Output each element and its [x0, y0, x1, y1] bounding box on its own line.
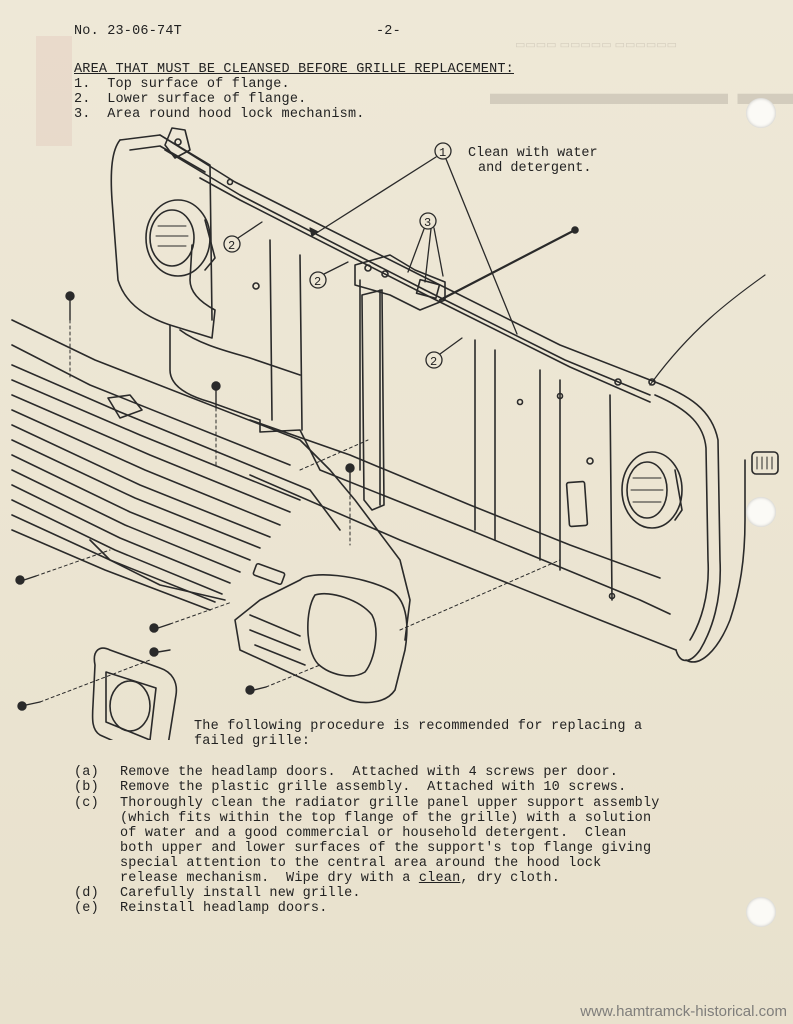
screws: [15, 291, 355, 711]
step-text: (which fits within the top flange of the…: [120, 811, 652, 826]
callout-3-number: 3: [424, 216, 431, 230]
right-headlamp: [621, 451, 683, 529]
left-headlamp: [145, 199, 216, 277]
list-item: 3. Area round hood lock mechanism.: [74, 107, 365, 122]
bleed-through-mark: ▬▬▬▬▬▬▬ ▬▬▬▬▬▬ ▬: [490, 74, 793, 112]
headlamp-door: [91, 647, 178, 740]
callout-2-number: 2: [430, 355, 437, 369]
callout-2-number: 2: [314, 275, 321, 289]
grille-exploded-diagram: 1 2 2 2 3 Clean with water and detergent…: [11, 127, 779, 740]
callout-2-number: 2: [228, 239, 235, 253]
callout-1-label: Clean with water: [468, 146, 598, 161]
alignment-lines: [35, 319, 561, 703]
step-text-segment: release mechanism. Wipe dry with a: [120, 871, 419, 886]
step-text-segment: , dry cloth.: [460, 871, 560, 886]
list-item: 1. Top surface of flange.: [74, 77, 290, 92]
bleed-through-mark: [36, 36, 72, 146]
punch-hole: [746, 98, 776, 128]
procedure-intro: failed grille:: [194, 734, 311, 749]
list-item: 2. Lower surface of flange.: [74, 92, 307, 107]
step-letter: (d): [74, 886, 99, 901]
step-letter: (c): [74, 796, 99, 811]
step-text: special attention to the central area ar…: [120, 856, 602, 871]
callout-3: [407, 212, 444, 283]
bleed-through-mark: ▭▭▭▭ ▭▭▭▭▭ ▭▭▭▭▭▭: [515, 39, 678, 51]
step-text: Thoroughly clean the radiator grille pan…: [120, 796, 660, 811]
site-watermark: www.hamtramck-historical.com: [580, 1003, 787, 1020]
step-letter: (b): [74, 780, 99, 795]
callout-2: [223, 221, 463, 369]
step-letter: (a): [74, 765, 99, 780]
page-number: -2-: [376, 24, 401, 39]
step-text: Remove the plastic grille assembly. Atta…: [120, 780, 627, 795]
punch-hole: [746, 897, 776, 927]
procedure-intro: The following procedure is recommended f…: [194, 719, 643, 734]
step-text: Carefully install new grille.: [120, 886, 361, 901]
step-text: Reinstall headlamp doors.: [120, 901, 328, 916]
punch-hole: [746, 497, 776, 527]
underlined-word: clean: [418, 871, 461, 886]
callout-1-number: 1: [439, 146, 446, 160]
plastic-grille: [11, 319, 411, 704]
step-text: both upper and lower surfaces of the sup…: [120, 841, 652, 856]
document-number: No. 23-06-74T: [74, 24, 182, 39]
callout-1-label: and detergent.: [478, 161, 591, 176]
step-letter: (e): [74, 901, 99, 916]
section-heading: AREA THAT MUST BE CLEANSED BEFORE GRILLE…: [74, 62, 514, 77]
callout-1: [309, 142, 518, 335]
step-text: of water and a good commercial or househ…: [120, 826, 627, 841]
radiator-grille-panel: [110, 127, 779, 663]
step-text: release mechanism. Wipe dry with a clean…: [120, 871, 560, 886]
step-text: Remove the headlamp doors. Attached with…: [120, 765, 619, 780]
